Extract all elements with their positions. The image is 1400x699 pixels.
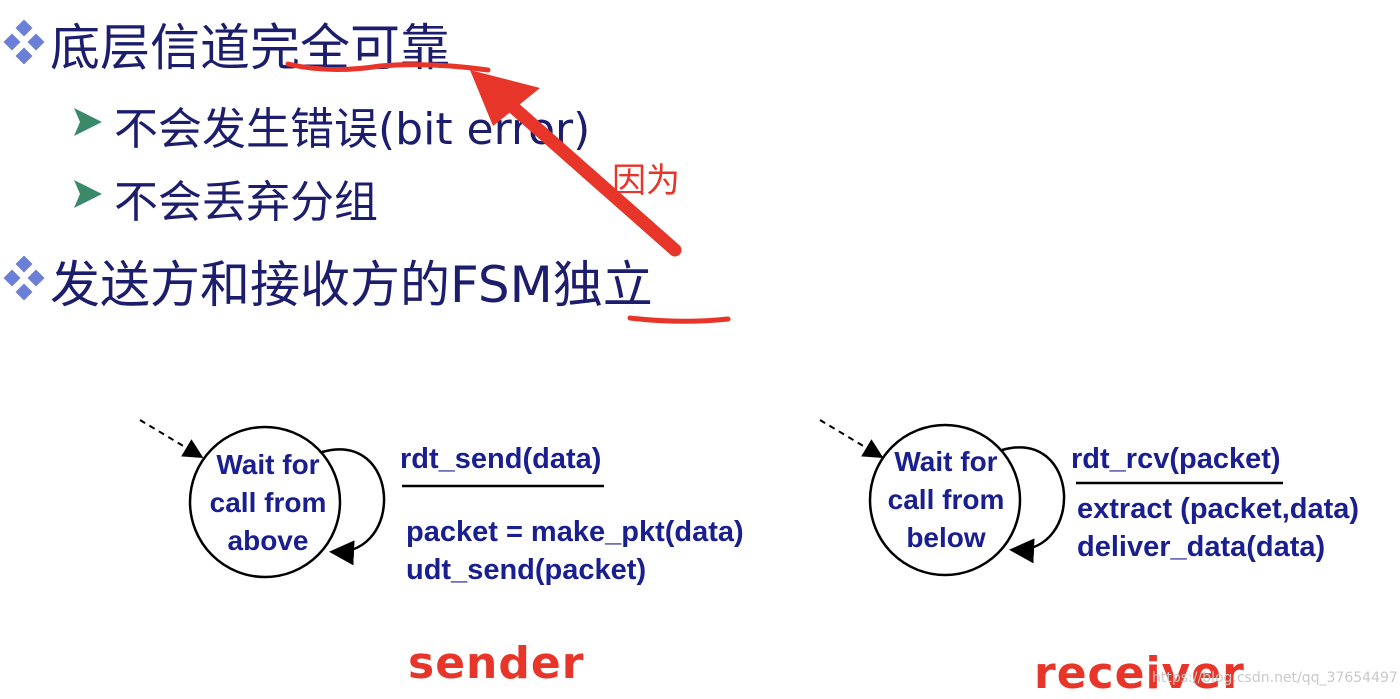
annotation-because: 因为: [612, 161, 680, 201]
sender-self-loop: [321, 448, 386, 566]
receiver-state-line: Wait for: [894, 446, 998, 477]
receiver-state-label: Wait for call from below: [866, 443, 1026, 557]
receiver-action: deliver_data(data): [1077, 531, 1326, 563]
red-arrow-head: [470, 70, 540, 126]
underline-reliable: [285, 61, 491, 73]
sender-initial-arrow: [139, 419, 204, 459]
watermark: https://blog.csdn.net/qq_37654497: [1152, 670, 1398, 686]
sender-state-line: Wait for: [216, 449, 320, 480]
sender-label: sender: [408, 638, 585, 689]
bullet-no-packet-loss: 不会丢弃分组: [114, 177, 378, 228]
sender-state-line: call from: [209, 487, 327, 518]
sender-action: packet = make_pkt(data): [406, 516, 744, 548]
receiver-initial-arrow: [819, 419, 884, 459]
diamond-icon: [3, 256, 45, 300]
receiver-label: receiver: [1034, 648, 1245, 699]
sender-state-line: above: [227, 525, 309, 556]
receiver-state-line: below: [906, 522, 986, 553]
diamond-icon: [3, 20, 45, 64]
red-arrow-shaft: [498, 93, 682, 257]
arrow-icon: [74, 180, 102, 208]
bullet-fsm-independent: 发送方和接收方的FSM独立: [50, 256, 653, 314]
sender-state-circle: [188, 425, 342, 579]
arrow-icon: [74, 108, 102, 136]
sender-state-label: Wait for call from above: [188, 446, 348, 560]
receiver-state-line: call from: [887, 484, 1005, 515]
underline-independent: [627, 315, 731, 324]
receiver-state-circle: [868, 423, 1022, 577]
receiver-event: rdt_rcv(packet): [1071, 443, 1281, 475]
receiver-self-loop: [1001, 446, 1066, 564]
receiver-action: extract (packet,data): [1077, 493, 1360, 525]
sender-action: udt_send(packet): [406, 554, 647, 586]
sender-event: rdt_send(data): [400, 443, 602, 475]
